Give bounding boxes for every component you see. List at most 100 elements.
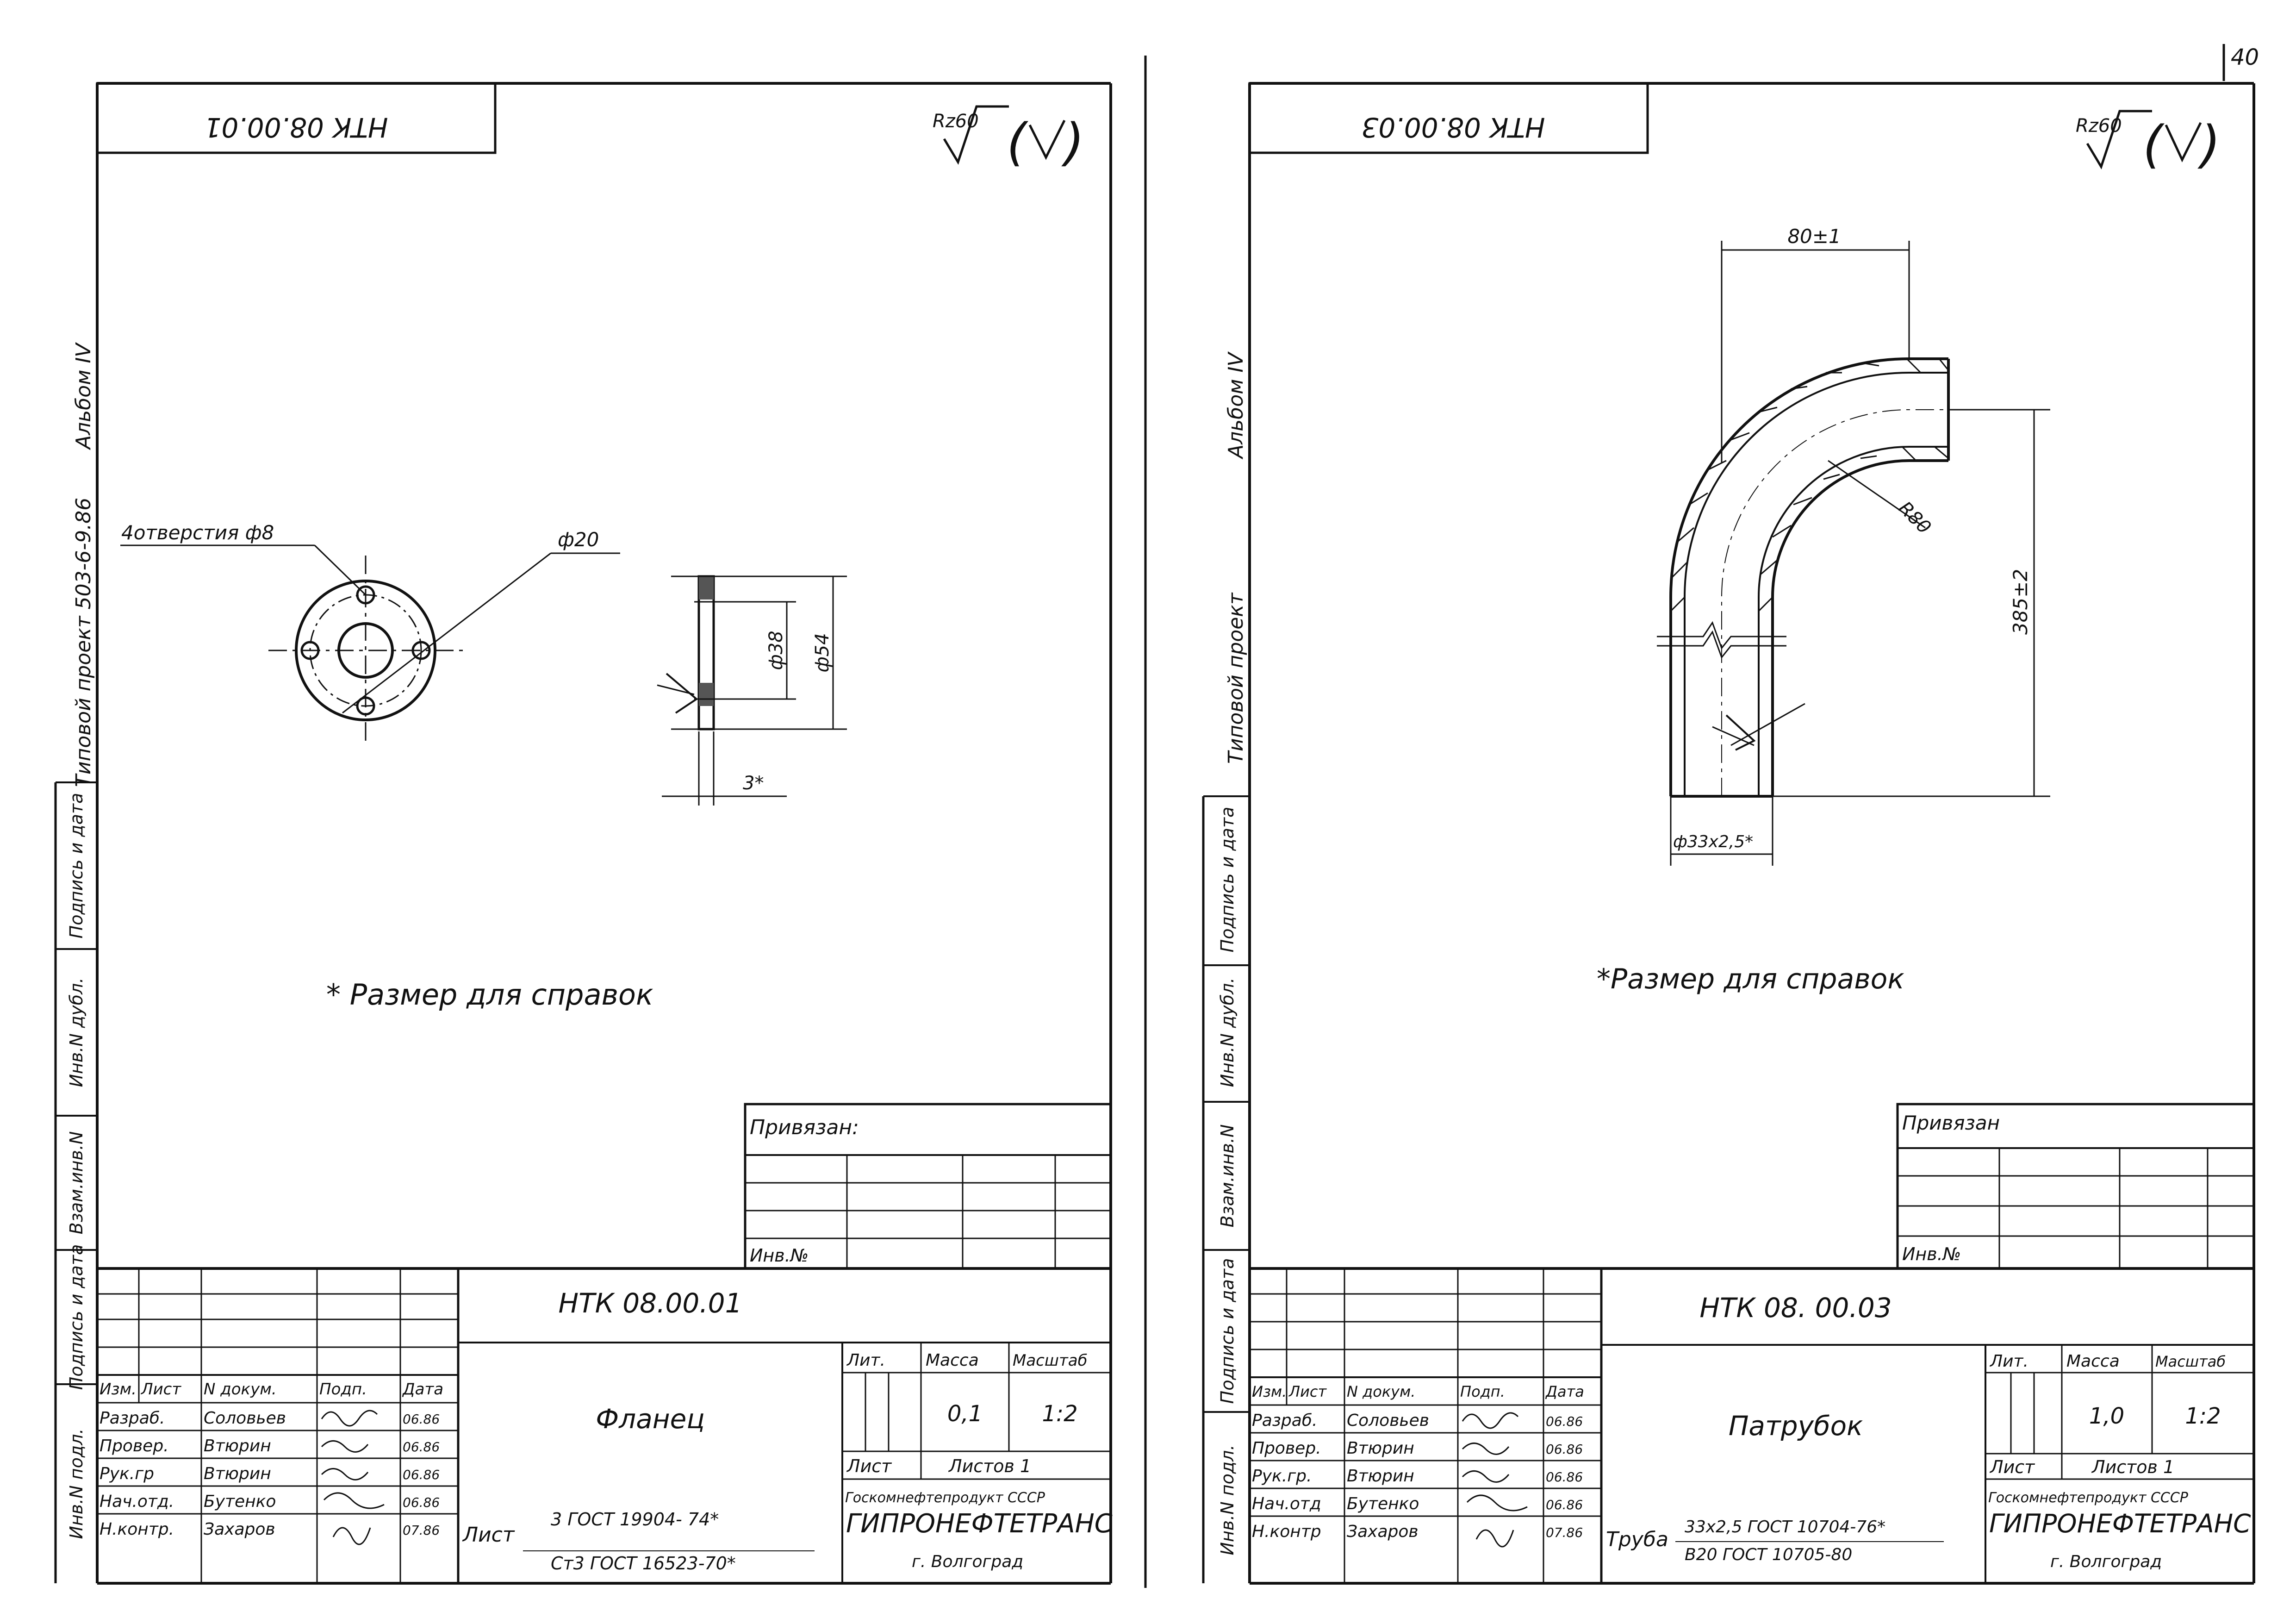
attachment-block: Привязан: Инв.№ <box>744 1103 1112 1270</box>
strip-label-4: Инв.N дубл. <box>1217 978 1238 1087</box>
d38-callout: ф38 <box>765 631 787 670</box>
svg-text:): ) <box>1061 112 1084 172</box>
width-callout: 80±1 <box>1787 225 1841 248</box>
d20-callout: ф20 <box>558 528 599 551</box>
hdr-doc: N докум. <box>204 1380 277 1399</box>
org-line-3: г. Волгоград <box>2050 1552 2162 1571</box>
row-role: Нач.отд. <box>100 1492 174 1511</box>
designation: НТК 08. 00.03 <box>1699 1292 1892 1324</box>
row-date: 06.86 <box>1546 1469 1583 1485</box>
reference-note: *Размер для справок <box>1597 963 1904 995</box>
inv-no-label: Инв.№ <box>750 1245 809 1266</box>
svg-text:(: ( <box>1007 112 1028 172</box>
hdr-date: Дата <box>1545 1383 1584 1400</box>
org-line-1: Госкомнефтепродукт СССР <box>845 1490 1045 1506</box>
lit-label: Лит. <box>846 1351 885 1370</box>
scale-label: Масштаб <box>1013 1351 1088 1370</box>
attached-label: Привязан <box>1902 1112 2000 1134</box>
pipe-dimensions <box>1670 241 2050 866</box>
scale-value: 1:2 <box>1042 1401 1077 1427</box>
row-date: 06.86 <box>1546 1414 1583 1429</box>
sheet-label: Лист <box>846 1456 892 1476</box>
hdr-doc: N докум. <box>1347 1383 1415 1400</box>
signature-mark <box>1475 1529 1514 1548</box>
album-side-label: Альбом IV <box>72 342 95 450</box>
flange-front-view <box>120 544 620 745</box>
material-prefix: Труба <box>1606 1528 1668 1551</box>
attached-label: Привязан: <box>750 1116 859 1139</box>
row-name: Соловьев <box>204 1409 286 1428</box>
row-name: Втюрин <box>204 1437 271 1455</box>
strip-label-4: Инв.N дубл. <box>66 978 87 1087</box>
inv-no-label: Инв.№ <box>1902 1244 1961 1264</box>
row-name: Втюрин <box>1347 1467 1414 1486</box>
right-sheet: Инв.N подл. Подпись и дата Взам.инв.N Ин… <box>1202 82 2255 1585</box>
material-line-1: 3 ГОСТ 19904- 74* <box>551 1509 719 1530</box>
strip-label-2: Подпись и дата <box>1217 1258 1238 1404</box>
org-line-3: г. Волгоград <box>912 1552 1023 1571</box>
row-name: Захаров <box>1347 1522 1419 1541</box>
material-line-2: В20 ГОСТ 10705-80 <box>1685 1545 1852 1564</box>
row-name: Втюрин <box>204 1464 271 1483</box>
signature-mark <box>321 1468 369 1480</box>
designation: НТК 08.00.01 <box>559 1287 742 1319</box>
svg-text:): ) <box>2197 115 2221 174</box>
signature-mark <box>1462 1412 1519 1429</box>
row-role: Провер. <box>1252 1439 1321 1458</box>
strip-label-3: Взам.инв.N <box>66 1131 87 1235</box>
sheets-label: Листов 1 <box>2091 1457 2174 1477</box>
attachment-block: Привязан Инв.№ <box>1896 1103 2255 1270</box>
row-date: 06.86 <box>403 1495 440 1510</box>
lit-label: Лит. <box>1989 1352 2028 1371</box>
signature-mark <box>332 1527 371 1545</box>
strip-label-3: Взам.инв.N <box>1217 1124 1238 1228</box>
project-side-label: Типовой проект <box>1224 592 1248 764</box>
hdr-sign: Подп. <box>319 1380 367 1399</box>
row-role: Разраб. <box>100 1409 165 1428</box>
project-side-label: Типовой проект 503-6-9.86 <box>72 498 95 787</box>
row-name: Захаров <box>204 1520 275 1539</box>
row-date: 06.86 <box>1546 1442 1583 1457</box>
row-date: 06.86 <box>403 1467 440 1482</box>
top-stamp-box <box>96 82 497 154</box>
radius-callout: R80 <box>1894 498 1935 538</box>
hdr-list: Лист <box>140 1380 181 1399</box>
sheet-label: Лист <box>1989 1457 2035 1477</box>
mass-value: 0,1 <box>947 1401 983 1427</box>
row-role: Рук.гр <box>100 1464 154 1483</box>
hdr-list: Лист <box>1288 1383 1327 1400</box>
row-name: Соловьев <box>1347 1411 1429 1430</box>
svg-text:(: ( <box>2143 115 2165 174</box>
page-number: 40 <box>2231 44 2259 70</box>
mass-label: Масса <box>926 1351 979 1370</box>
top-stamp-box <box>1248 82 1649 154</box>
flange-section-view <box>657 575 847 806</box>
top-stamp-code: НТК 08.00.03 <box>1362 112 1545 143</box>
roughness-symbol: Rz60 ( ) <box>2076 110 2221 174</box>
strip-label-1: Инв.N подл. <box>1217 1445 1238 1555</box>
org-line-2: ГИПРОНЕФТЕТРАНС <box>1989 1509 2251 1538</box>
row-role: Нач.отд <box>1252 1494 1321 1513</box>
left-sheet: Инв.N подл. Подпись и дата Взам.инв.N Ин… <box>54 82 1113 1585</box>
row-date: 06.86 <box>1546 1497 1583 1512</box>
material-line-1: 33х2,5 ГОСТ 10704-76* <box>1685 1518 1885 1537</box>
left-binding-strip: Инв.N подл. Подпись и дата Взам.инв.N Ин… <box>54 781 97 1583</box>
part-name: Патрубок <box>1729 1410 1863 1442</box>
signature-mark <box>1462 1470 1510 1483</box>
signature-mark <box>323 1492 385 1509</box>
top-stamp-code: НТК 08.00.01 <box>205 112 388 143</box>
album-side-label: Альбом IV <box>1224 351 1248 460</box>
row-date: 06.86 <box>403 1412 440 1427</box>
row-role: Рук.гр. <box>1252 1467 1312 1486</box>
reference-note: * Размер для справок <box>326 978 653 1012</box>
row-role: Н.контр. <box>100 1520 174 1539</box>
roughness-symbol: Rz60 ( ) <box>933 105 1084 172</box>
row-name: Втюрин <box>1347 1439 1414 1458</box>
hdr-date: Дата <box>402 1380 443 1399</box>
pipe-bend-view <box>1657 357 1950 798</box>
row-role: Разраб. <box>1252 1411 1317 1430</box>
strip-label-5: Подпись и дата <box>1217 807 1238 953</box>
title-block: Изм. Лист N докум. Подп. Дата Разраб. Со… <box>97 1267 1113 1583</box>
org-line-1: Госкомнефтепродукт СССР <box>1988 1490 2189 1506</box>
